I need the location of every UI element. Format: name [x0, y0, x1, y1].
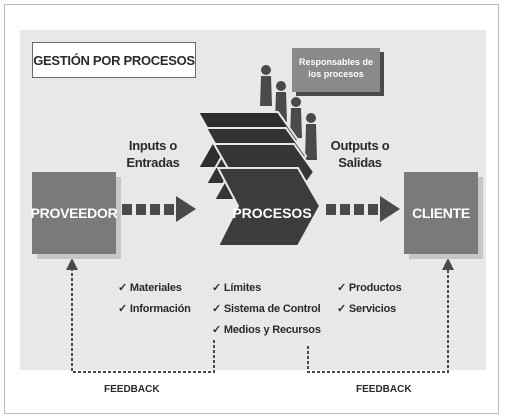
- person-3: [290, 97, 302, 138]
- list-item: ✓ Medios y Recursos: [212, 324, 321, 336]
- procesos-label: PROCESOS: [232, 205, 312, 221]
- inputs-line-1: Inputs o: [128, 138, 178, 153]
- outputs-label: Outputs o Salidas: [322, 137, 398, 171]
- feedback-left-arrowhead: [66, 258, 78, 270]
- inputs-label: Inputs o Entradas: [118, 137, 188, 171]
- feedback-left-label: FEEDBACK: [104, 384, 160, 395]
- check-icon: ✓: [212, 303, 222, 315]
- list-item: ✓ Información: [118, 303, 191, 315]
- check-icon: ✓: [212, 282, 222, 294]
- check-icon: ✓: [337, 282, 347, 294]
- process-list: ✓ Límites ✓ Sistema de Control ✓ Medios …: [212, 278, 321, 341]
- input-arrow: [122, 196, 196, 222]
- feedback-right-arrowhead: [442, 258, 454, 270]
- responsables-box: Responsables de los procesos: [292, 48, 380, 92]
- list-item: ✓ Sistema de Control: [212, 303, 321, 315]
- inputs-line-2: Entradas: [126, 155, 180, 170]
- outputs-list: ✓ Productos ✓ Servicios: [337, 278, 402, 320]
- check-icon: ✓: [337, 303, 347, 315]
- list-item: ✓ Límites: [212, 282, 262, 294]
- cliente-box: CLIENTE: [404, 172, 478, 254]
- process-chevrons: [196, 111, 322, 247]
- check-icon: ✓: [118, 282, 128, 294]
- check-icon: ✓: [118, 303, 128, 315]
- responsables-line-1: Responsables de: [298, 57, 374, 67]
- diagram-title: GESTIÓN POR PROCESOS: [32, 42, 196, 78]
- inputs-list: ✓ Materiales ✓ Información: [118, 278, 191, 320]
- chevron-front: [216, 167, 322, 247]
- check-icon: ✓: [212, 324, 222, 336]
- feedback-right-loop: [307, 266, 449, 373]
- output-arrow: [326, 196, 400, 222]
- cliente-label: CLIENTE: [412, 205, 470, 221]
- outputs-line-2: Salidas: [338, 155, 382, 170]
- feedback-left-loop: [71, 266, 215, 373]
- proveedor-label: PROVEEDOR: [30, 205, 118, 221]
- person-4: [305, 113, 317, 160]
- list-item: ✓ Productos: [337, 282, 402, 294]
- list-item: ✓ Servicios: [337, 303, 397, 315]
- feedback-right-label: FEEDBACK: [356, 384, 412, 395]
- responsables-line-2: los procesos: [308, 69, 364, 79]
- proveedor-box: PROVEEDOR: [30, 172, 118, 254]
- person-1: [260, 65, 272, 106]
- outputs-line-1: Outputs o: [330, 138, 390, 153]
- list-item: ✓ Materiales: [118, 282, 182, 294]
